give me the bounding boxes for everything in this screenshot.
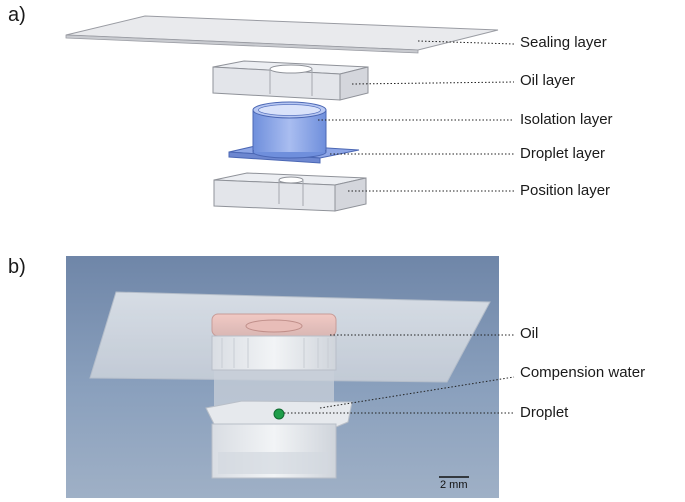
oil-layer-shape <box>212 60 369 101</box>
sealing-layer-label: Sealing layer <box>520 34 607 51</box>
isolation-layer-shape <box>252 101 327 159</box>
sealing-layer-shape <box>65 15 499 54</box>
panel-a-label: a) <box>8 4 26 26</box>
scale-bar-label: 2 mm <box>440 479 468 491</box>
oil-label: Oil <box>520 325 539 342</box>
droplet-layer-label: Droplet layer <box>520 145 606 162</box>
position-layer-shape <box>213 172 367 212</box>
isolation-layer-label: Isolation layer <box>520 111 613 128</box>
exploded-layer-diagram <box>65 15 515 212</box>
leader-lines-a <box>318 40 515 192</box>
droplet-dot <box>273 408 285 420</box>
oil-layer-label: Oil layer <box>520 72 576 89</box>
position-layer-label: Position layer <box>520 182 611 199</box>
device-photo <box>66 256 499 498</box>
panel-b-label: b) <box>8 256 26 278</box>
droplet-label: Droplet <box>520 404 569 421</box>
compension-water-label: Compension water <box>520 364 646 381</box>
